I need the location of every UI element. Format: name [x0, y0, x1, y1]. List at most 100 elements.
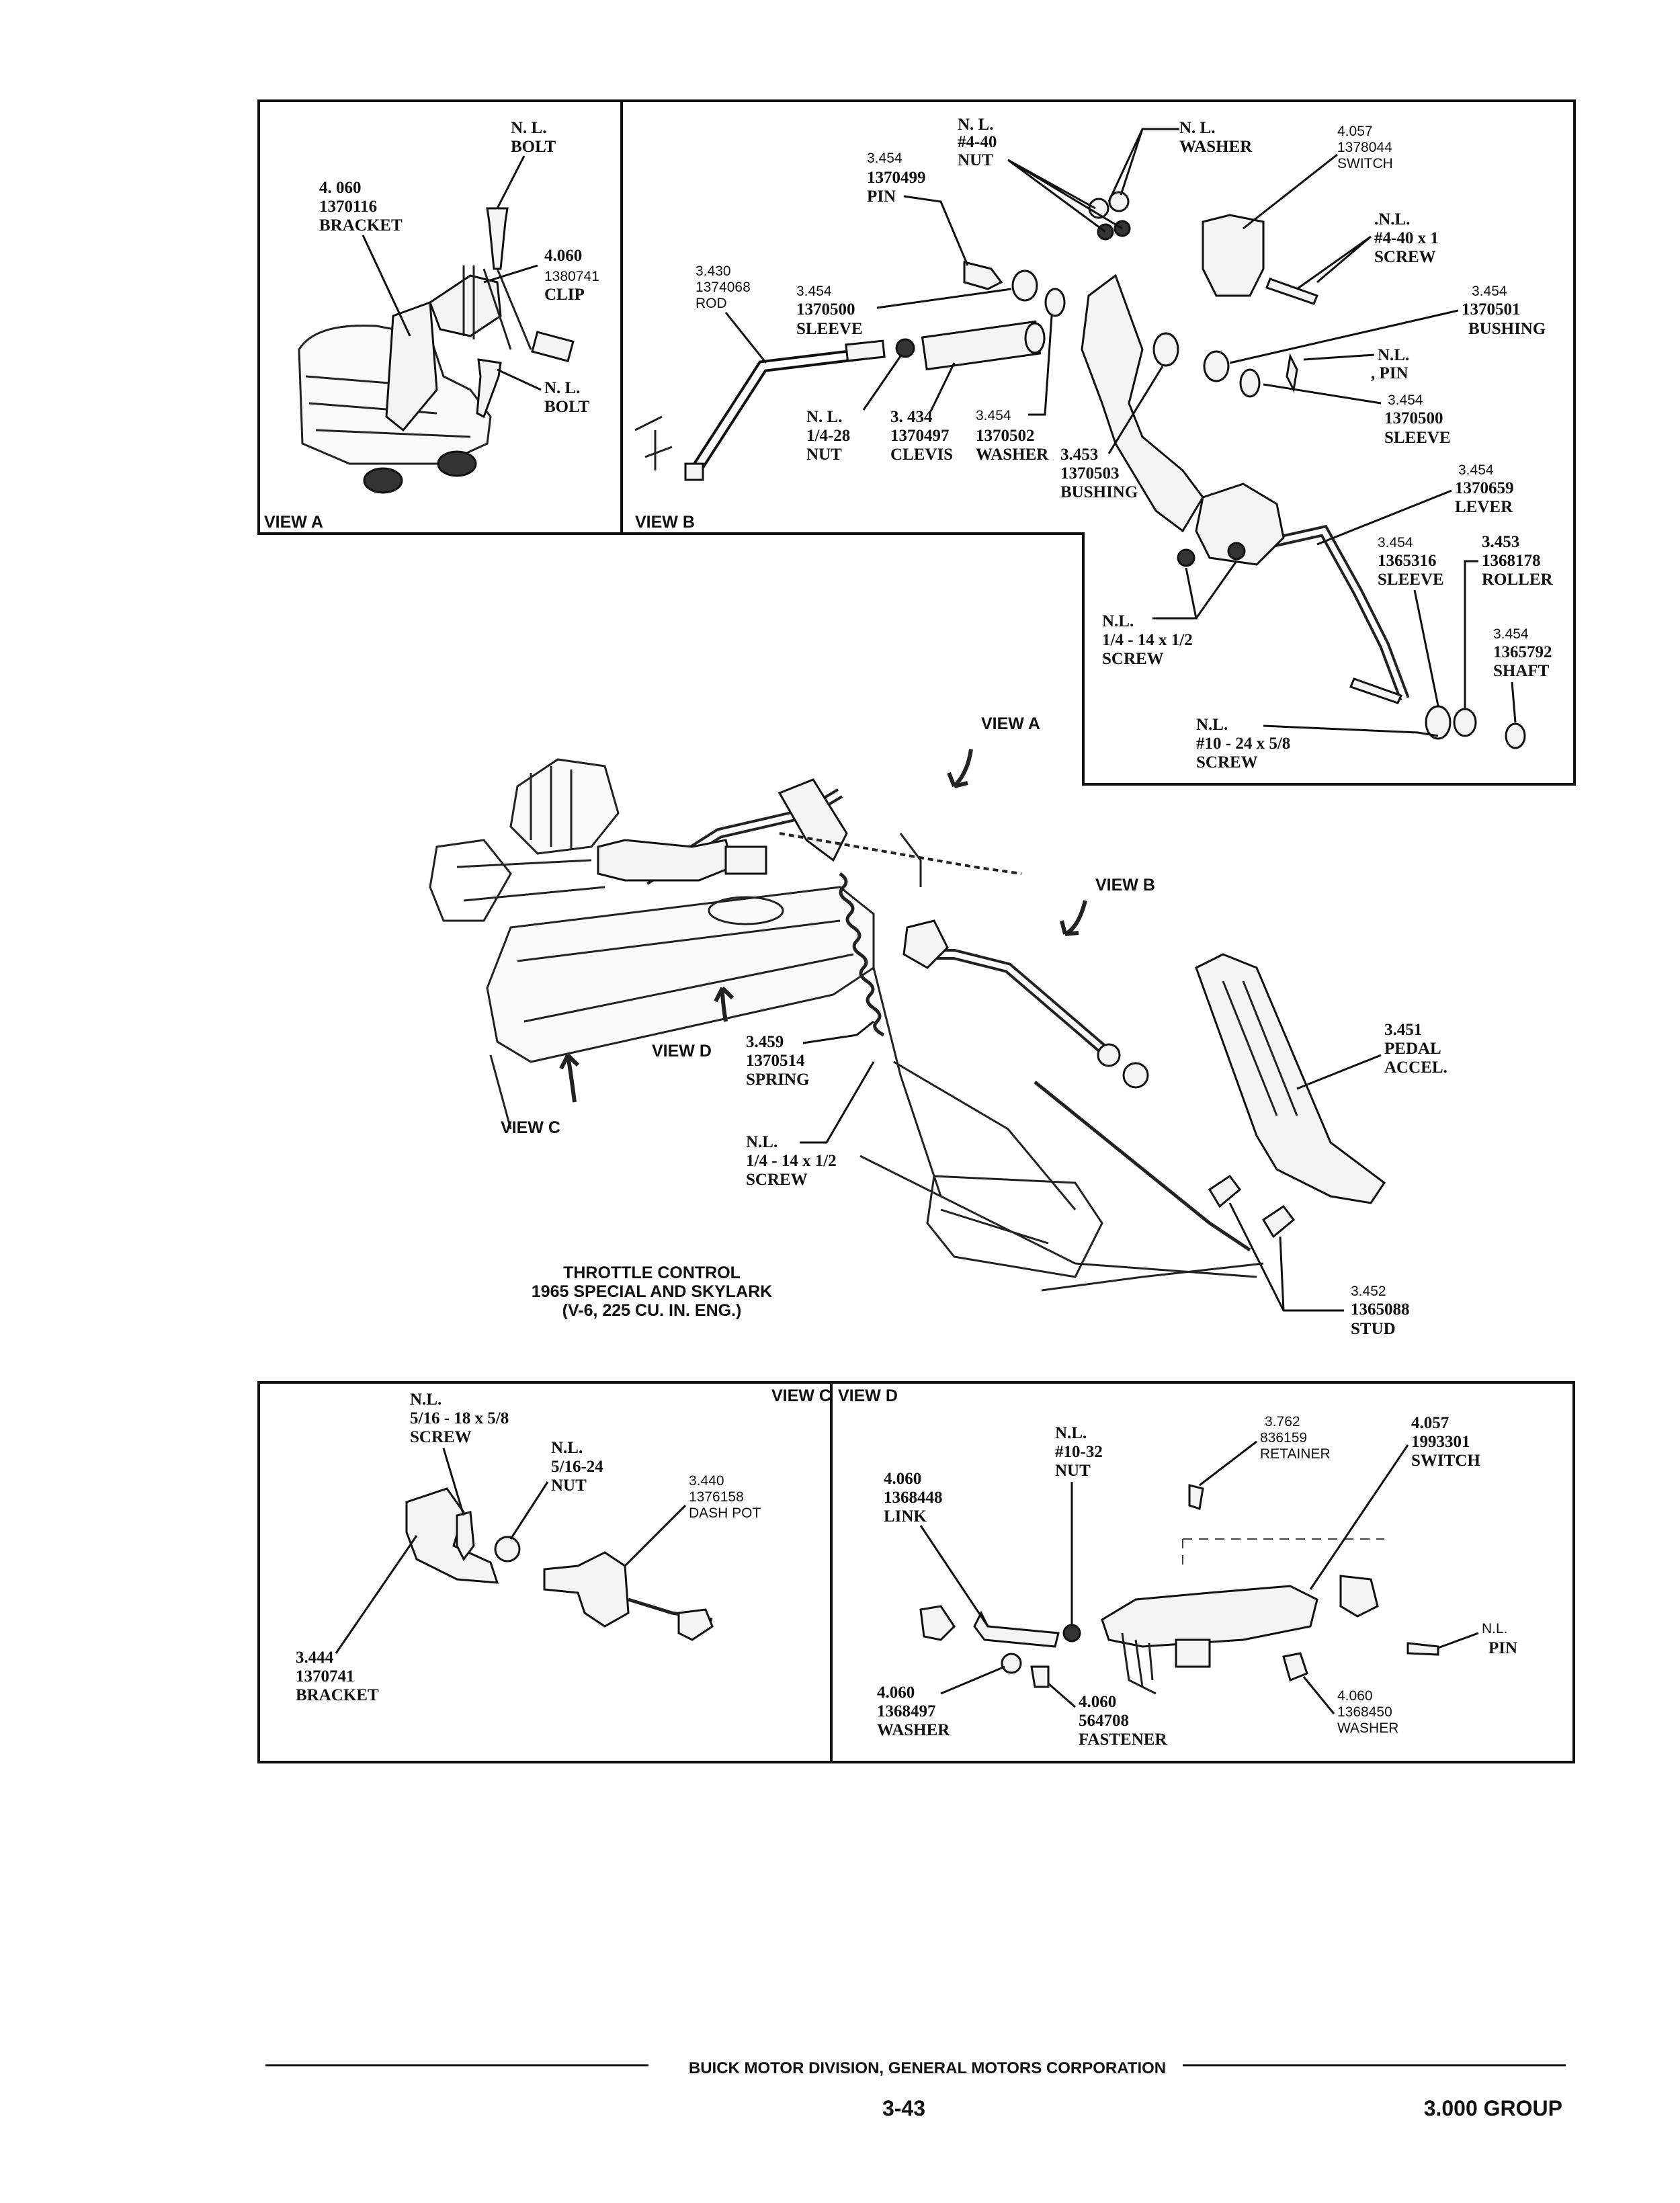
dash-pot-connector	[677, 1608, 714, 1641]
washer-1368497	[1001, 1653, 1022, 1674]
link-clip	[919, 1605, 956, 1641]
clip-wires	[462, 265, 532, 350]
clip-connector	[531, 331, 575, 363]
rod-threaded-end	[845, 339, 886, 362]
carburetor	[509, 758, 620, 855]
label-sleeve-1365316-line1: 3.454	[1378, 535, 1413, 550]
label-spring-line1: 3.459	[746, 1033, 784, 1051]
label-screw-4-40-line1: .N.L.	[1374, 210, 1410, 228]
harness	[779, 832, 1022, 875]
screw-10-24	[1349, 677, 1403, 704]
screw-1-4-14-b	[1227, 542, 1246, 560]
view-a-title: VIEW A	[264, 513, 323, 532]
caption-line3: (V-6, 225 CU. IN. ENG.)	[562, 1301, 742, 1320]
view-a-arrow-glyph	[947, 749, 973, 788]
label-roller-line2: 1368178	[1482, 552, 1541, 570]
label-d-fastener-line3: FASTENER	[1079, 1731, 1167, 1749]
view-c-arrow-glyph	[559, 1053, 580, 1103]
view-b-arrow-glyph	[1060, 900, 1087, 936]
main-switch-body	[724, 845, 767, 875]
label-bolt-top-line2: BOLT	[511, 138, 556, 156]
link-4060	[973, 1610, 1060, 1648]
label-d-washer2-line1: 4.060	[1337, 1688, 1373, 1704]
fastener-564708	[1030, 1665, 1050, 1688]
caption-line2: 1965 SPECIAL AND SKYLARK	[532, 1282, 772, 1301]
lever-main-inner	[921, 952, 1104, 1051]
label-bushing-1370501-line2: 1370501	[1462, 300, 1521, 319]
label-stud-line3: STUD	[1351, 1320, 1396, 1338]
label-pin-1370499-line2: 1370499	[867, 169, 926, 187]
label-screw-10-24-line2: #10 - 24 x 5/8	[1196, 735, 1290, 753]
label-nut-4-40-line2: #4-40	[958, 133, 997, 151]
firewall-outline	[859, 1155, 1264, 1292]
label-rod-line1: 3.430	[696, 263, 731, 279]
main-assembly	[429, 749, 1386, 1292]
label-d-washer1-line1: 4.060	[877, 1684, 915, 1702]
label-d-link-line3: LINK	[884, 1507, 927, 1526]
view-c-artwork	[405, 1487, 714, 1641]
pin-n-l	[1286, 353, 1298, 393]
switch-1993301	[1101, 1585, 1318, 1648]
washer-1370502	[1044, 288, 1066, 317]
page-footer: BUICK MOTOR DIVISION, GENERAL MOTORS COR…	[265, 2059, 1566, 2120]
view-d-title: VIEW D	[838, 1386, 898, 1405]
dashpot-main	[597, 839, 734, 882]
bushing-1370501	[1203, 350, 1230, 382]
label-screw-1-4-14-line3: SCREW	[1102, 650, 1164, 668]
label-screw-main-line1: N.L.	[746, 1133, 778, 1151]
stud-b	[1261, 1204, 1296, 1239]
label-screw-1-4-14-line2: 1/4 - 14 x 1/2	[1102, 631, 1193, 649]
label-d-link-line2: 1368448	[884, 1489, 943, 1507]
footer-division: BUICK MOTOR DIVISION, GENERAL MOTORS COR…	[689, 2059, 1166, 2077]
label-sleeve-1365316-line3: SLEEVE	[1378, 571, 1444, 589]
sleeve-1370500-right	[1239, 368, 1261, 398]
label-d-pin-line1: N.L.	[1482, 1621, 1508, 1636]
main-view-a-label: VIEW A	[981, 714, 1040, 733]
label-nut-4-40-line3: NUT	[958, 151, 993, 169]
label-nut-1-4-28-line1: N. L.	[806, 408, 842, 426]
label-screw-4-40-line2: #4-40 x 1	[1374, 229, 1439, 247]
label-d-switch-line2: 1993301	[1411, 1433, 1470, 1451]
label-pin-1370499-line1: 3.454	[867, 151, 902, 166]
label-roller-line1: 3.453	[1482, 533, 1519, 551]
rocker-cover-inner	[517, 919, 854, 1023]
bolt-top	[486, 207, 509, 270]
dash-pot-bracket-main	[899, 833, 922, 887]
label-d-retainer-line2: 836159	[1260, 1430, 1307, 1446]
label-clevis-line2: 1370497	[890, 427, 950, 445]
label-nut-1-4-28-line2: 1/4-28	[806, 427, 850, 445]
label-bracket-line2: 1370116	[319, 198, 377, 216]
label-bushing-1370503-line3: BUSHING	[1060, 483, 1138, 501]
label-d-switch-line3: SWITCH	[1411, 1452, 1480, 1470]
label-sleeve-right-line3: SLEEVE	[1384, 429, 1451, 447]
pin-nl-d	[1406, 1642, 1439, 1656]
carburetor-detail	[530, 766, 573, 850]
label-clevis-line3: CLEVIS	[890, 446, 953, 464]
screw-1-4-14-a	[1177, 548, 1195, 567]
label-nut-1-4-28-line3: NUT	[806, 446, 842, 464]
nut-1-4-28	[895, 338, 915, 358]
screw-4-40x1	[1265, 278, 1318, 305]
footer-group: 3.000 GROUP	[1424, 2096, 1562, 2120]
label-shaft-line2: 1365792	[1493, 643, 1552, 661]
label-clip-line3: CLIP	[544, 286, 585, 304]
label-clip-line2: 1380741	[544, 269, 599, 284]
lower-cover	[926, 1175, 1103, 1278]
dash-pot-3440	[543, 1551, 630, 1628]
label-sleeve-right-line2: 1370500	[1384, 409, 1443, 427]
label-bushing-1370503-line2: 1370503	[1060, 464, 1120, 483]
label-c-nut-line2: 5/16-24	[551, 1458, 603, 1476]
bushing-1370503	[1152, 332, 1179, 367]
switch-wires	[1121, 1632, 1157, 1695]
label-d-link-line1: 4.060	[884, 1470, 921, 1488]
main-view-d-label: VIEW D	[652, 1042, 712, 1061]
label-d-nut-line3: NUT	[1055, 1462, 1091, 1480]
label-d-pin-line2: PIN	[1488, 1639, 1517, 1657]
label-c-screw-line3: SCREW	[410, 1428, 472, 1446]
spring-3459	[839, 872, 885, 1037]
air-cleaner-stub	[429, 839, 512, 922]
label-sleeve-top-line3: SLEEVE	[796, 320, 863, 338]
label-switch-top-line2: 1378044	[1337, 140, 1392, 155]
label-c-dashpot-line1: 3.440	[689, 1473, 724, 1489]
